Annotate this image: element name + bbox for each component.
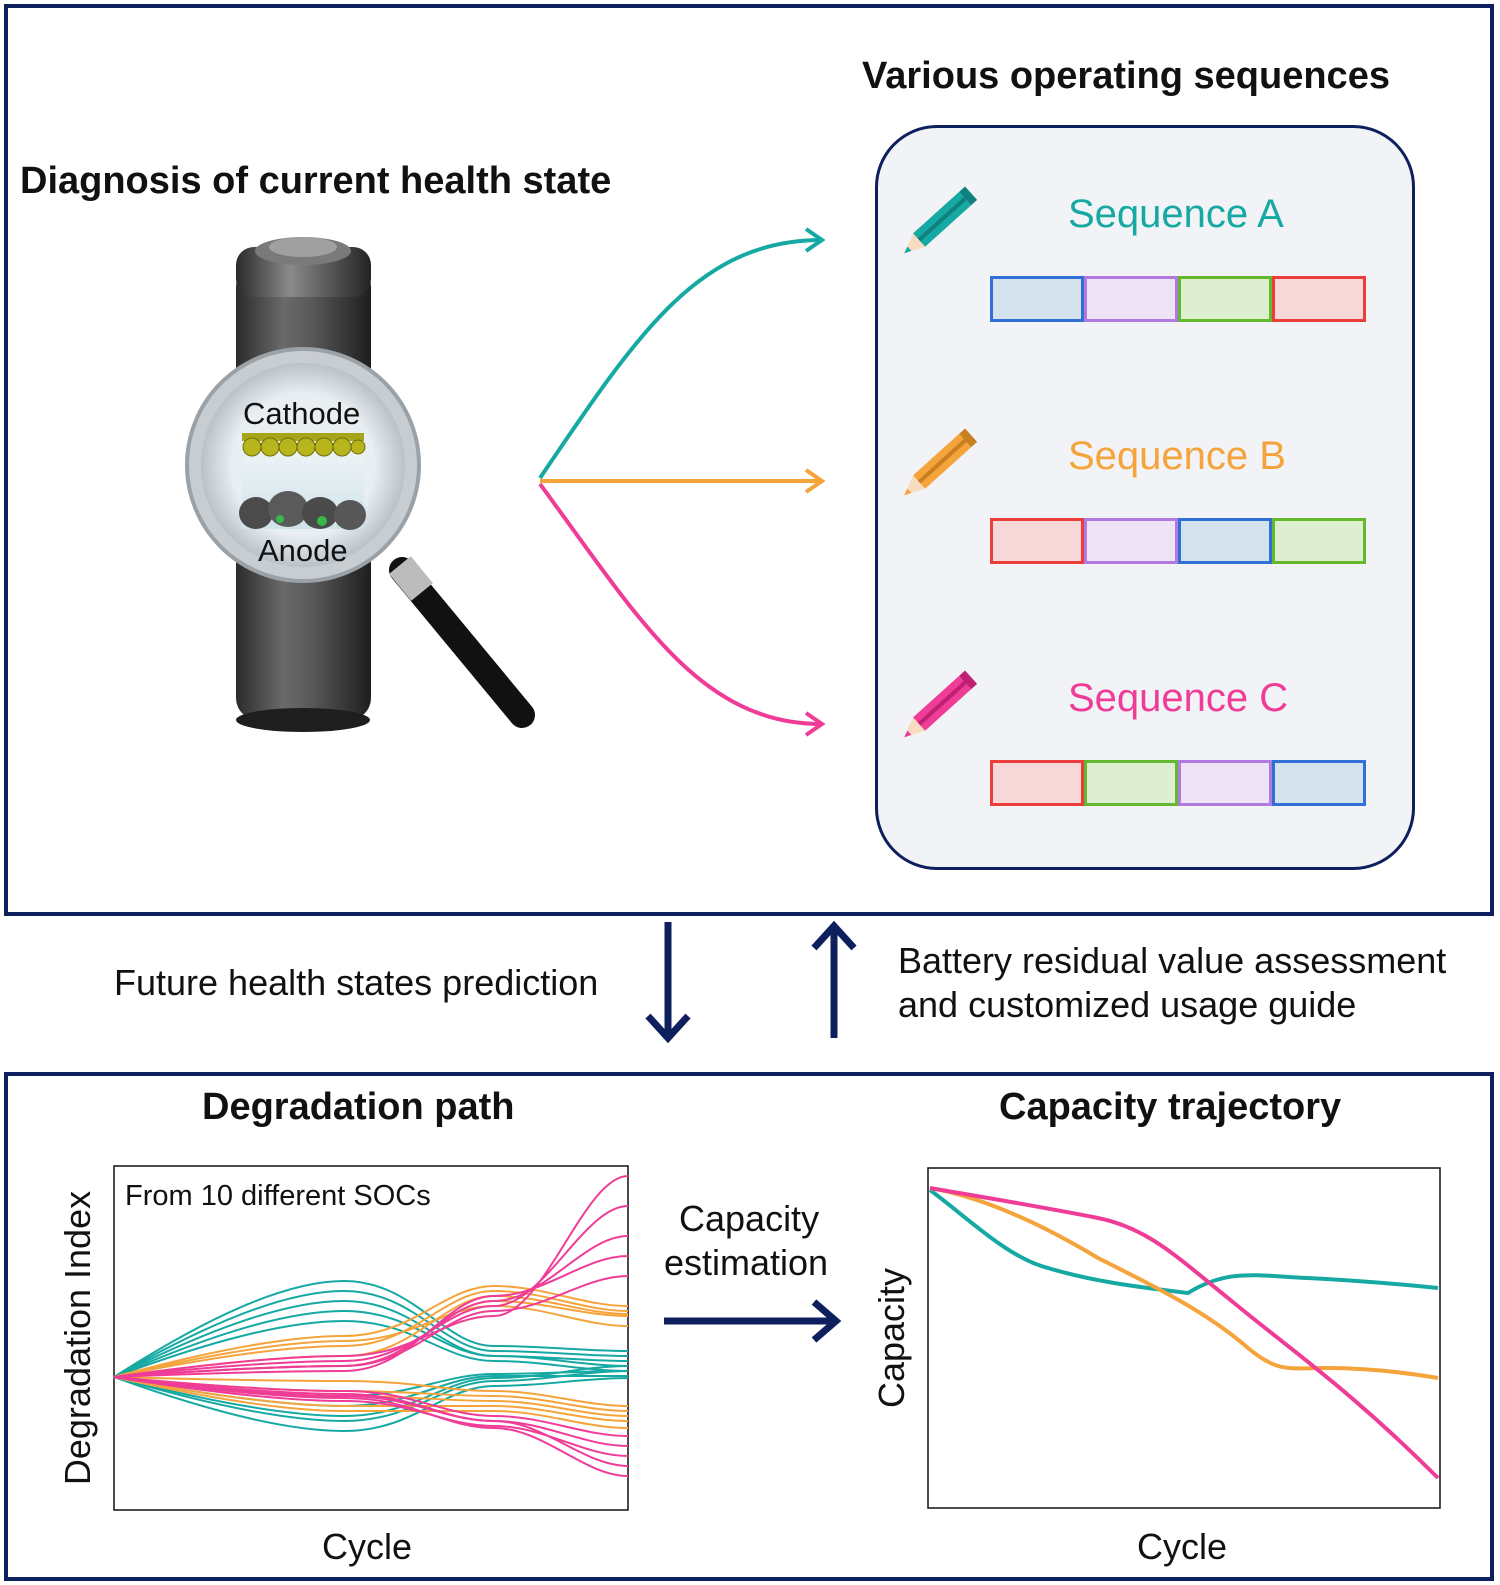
sequence-segment-purple	[1178, 760, 1272, 806]
degradation-curve	[113, 1376, 629, 1429]
arrow-to-sequence-a	[538, 238, 823, 480]
sequence-a-blocks	[990, 276, 1366, 322]
cathode-label: Cathode	[243, 396, 361, 431]
sequence-segment-green	[1272, 518, 1366, 564]
left-y-axis-label: Degradation Index	[57, 1190, 98, 1486]
sequence-segment-red	[990, 518, 1084, 564]
bottom-panel	[4, 1072, 1494, 1581]
capacity-estimation-label-1: Capacity	[679, 1198, 820, 1239]
sequence-segment-green	[1178, 276, 1272, 322]
battery-illustration	[185, 237, 535, 732]
sequence-segment-green	[1084, 760, 1178, 806]
sequence-c-blocks	[990, 760, 1366, 806]
branch-arrows	[538, 227, 826, 737]
pencil-icon	[904, 186, 978, 254]
sequences-box	[875, 125, 1415, 870]
arrow-to-sequence-c	[538, 482, 823, 726]
anode-label: Anode	[258, 533, 348, 568]
capacity-curve-pink	[929, 1186, 1440, 1480]
future-prediction-label: Future health states prediction	[114, 962, 599, 1003]
sequences-title: Various operating sequences	[862, 55, 1390, 97]
right-y-axis-label: Capacity	[871, 1267, 912, 1409]
sequence-b-label: Sequence B	[1068, 434, 1286, 478]
right-x-axis-label: Cycle	[1137, 1526, 1228, 1567]
capacity-trajectory-plot	[927, 1167, 1441, 1509]
degradation-curve	[113, 1376, 629, 1447]
degradation-path-title: Degradation path	[202, 1086, 515, 1128]
degradation-curve	[113, 1309, 629, 1378]
sequence-segment-blue	[1178, 518, 1272, 564]
degradation-path-plot	[113, 1165, 629, 1511]
residual-value-label-2: and customized usage guide	[898, 984, 1357, 1025]
top-panel	[4, 4, 1494, 916]
estimation-arrow	[664, 1299, 842, 1343]
sequence-b-blocks	[990, 518, 1366, 564]
degradation-curve	[113, 1255, 629, 1378]
degradation-curve	[113, 1284, 629, 1378]
cathode-particles	[242, 433, 366, 457]
degradation-curve	[113, 1279, 629, 1378]
degradation-curve	[113, 1376, 629, 1477]
sequence-segment-purple	[1084, 518, 1178, 564]
degradation-curve	[113, 1175, 629, 1378]
pencil-icon	[904, 670, 978, 738]
degradation-curve	[113, 1319, 629, 1378]
sequence-segment-red	[990, 760, 1084, 806]
degradation-curve	[113, 1376, 629, 1467]
capacity-curve-teal	[928, 1188, 1439, 1296]
capacity-estimation-label-2: estimation	[664, 1242, 829, 1283]
degradation-curve	[113, 1376, 629, 1433]
degradation-curve	[113, 1376, 629, 1407]
pencil-icon	[904, 428, 978, 496]
degradation-curve	[113, 1304, 629, 1378]
sequence-c-label: Sequence C	[1068, 676, 1289, 720]
soc-note: From 10 different SOCs	[125, 1180, 431, 1212]
sequence-a-label: Sequence A	[1068, 192, 1284, 236]
left-x-axis-label: Cycle	[322, 1526, 413, 1567]
sequence-segment-blue	[990, 276, 1084, 322]
residual-value-label-1: Battery residual value assessment	[898, 940, 1447, 981]
middle-arrows	[645, 920, 857, 1044]
degradation-curve	[113, 1376, 629, 1437]
sequence-segment-blue	[1272, 760, 1366, 806]
degradation-curve	[113, 1275, 629, 1378]
sequence-segment-purple	[1084, 276, 1178, 322]
capacity-curve-orange	[929, 1186, 1439, 1380]
capacity-trajectory-title: Capacity trajectory	[999, 1086, 1342, 1128]
diagnosis-title: Diagnosis of current health state	[20, 160, 612, 202]
magnifier-handle	[389, 557, 535, 728]
anode-particles	[239, 491, 366, 530]
sequence-segment-red	[1272, 276, 1366, 322]
degradation-curve	[113, 1299, 629, 1378]
degradation-curve	[113, 1289, 629, 1378]
